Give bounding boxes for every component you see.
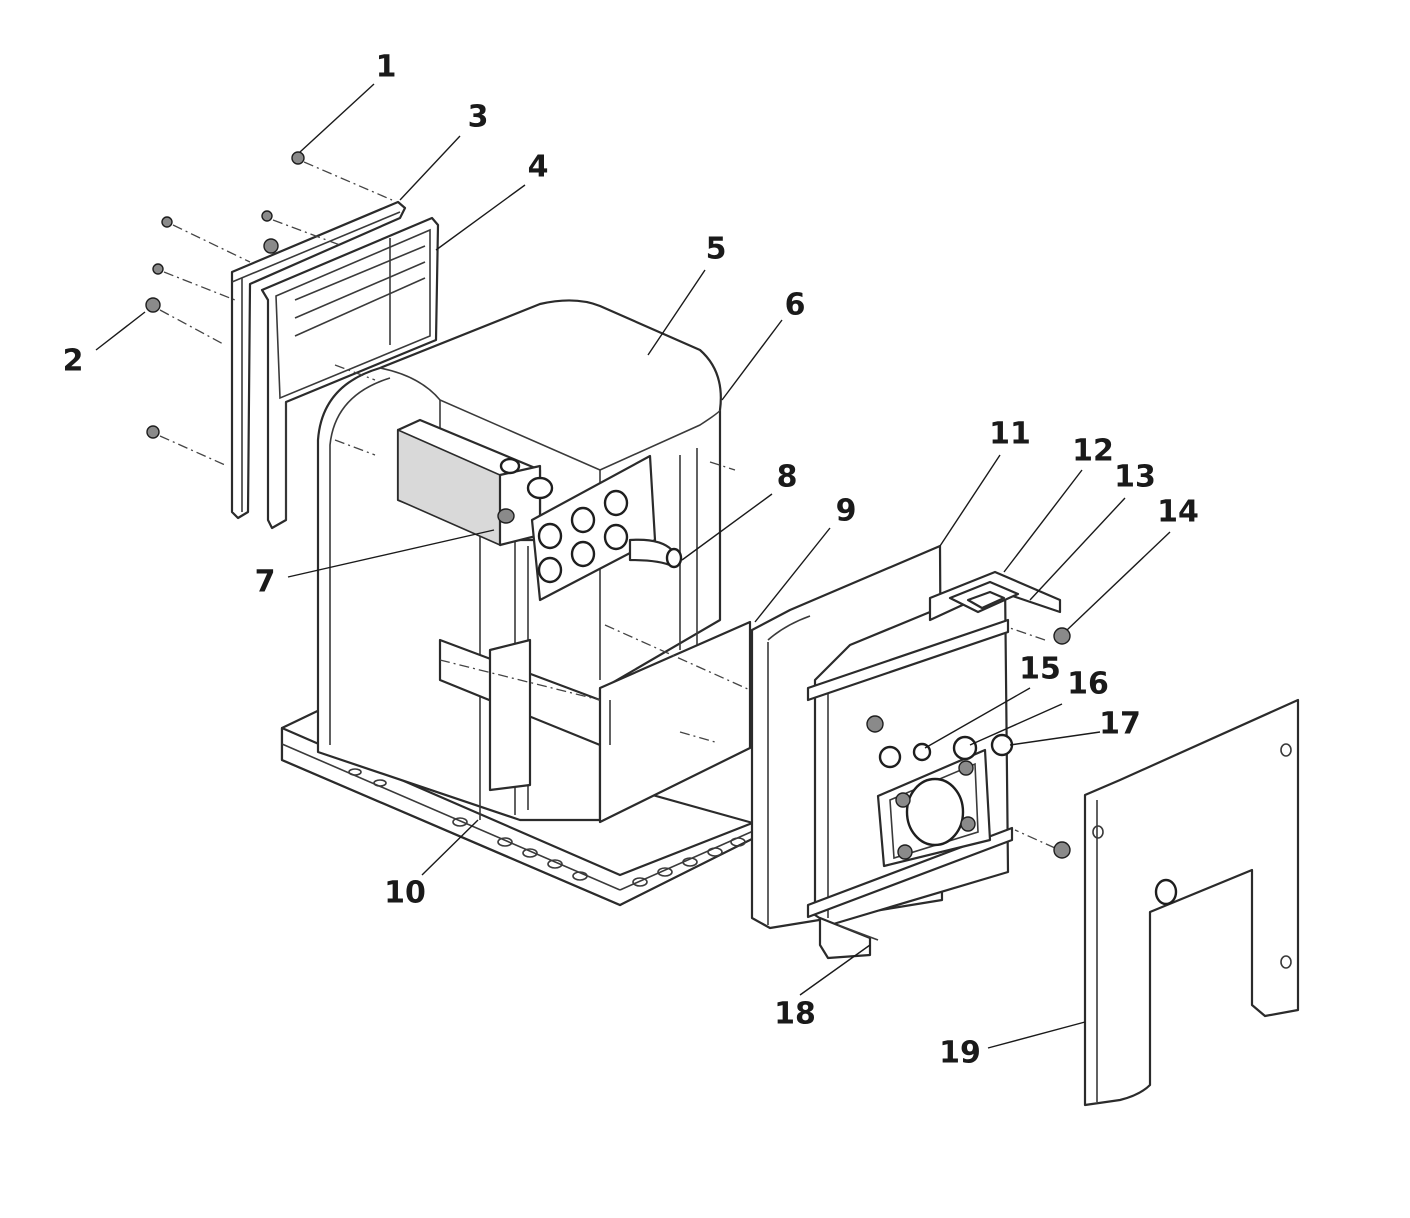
- callout-11: 11: [989, 417, 1031, 452]
- callout-4: 4: [528, 150, 549, 185]
- callout-2: 2: [63, 344, 84, 379]
- door-frame-outer: [230, 200, 407, 520]
- callout-12: 12: [1072, 434, 1114, 469]
- callout-16: 16: [1067, 667, 1109, 702]
- callout-3: 3: [468, 100, 489, 135]
- callout-14: 14: [1157, 495, 1199, 530]
- callout-7: 7: [255, 565, 276, 600]
- callout-8: 8: [777, 460, 798, 495]
- callout-6: 6: [785, 288, 806, 323]
- mounting-plate: [806, 570, 1071, 960]
- callout-17: 17: [1099, 707, 1141, 742]
- door-frame-inner: [260, 216, 440, 530]
- front-cover-panel: [1083, 698, 1300, 1107]
- callout-9: 9: [836, 494, 857, 529]
- callout-19: 19: [939, 1036, 981, 1071]
- callout-5: 5: [706, 232, 727, 267]
- assembly-dash-lines: [159, 161, 1056, 849]
- callout-10: 10: [384, 876, 426, 911]
- callout-18: 18: [774, 997, 816, 1032]
- callout-1: 1: [376, 50, 397, 85]
- screw-hardware: [145, 151, 305, 439]
- callout-leader-lines: [95, 83, 1171, 1049]
- callout-13: 13: [1114, 460, 1156, 495]
- callout-labels: 1 2 3 4 5 6 7 8 9 10 11 12 13 14 15 16 1…: [63, 50, 1199, 1071]
- boiler-housing: [316, 299, 752, 824]
- callout-15: 15: [1019, 652, 1061, 687]
